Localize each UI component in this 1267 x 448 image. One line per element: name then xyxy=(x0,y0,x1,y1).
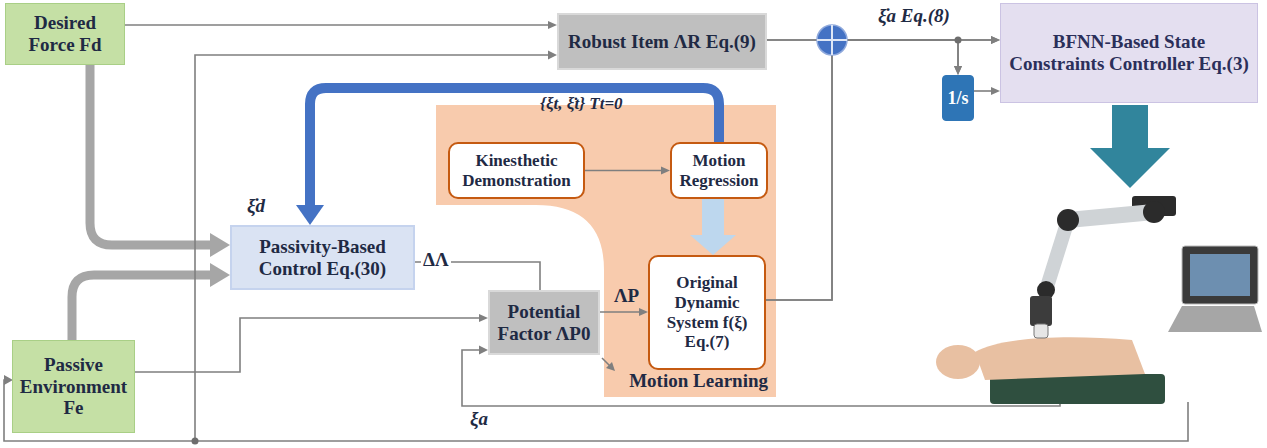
integrator-box: 1/s xyxy=(942,75,974,121)
command-arrow xyxy=(1090,105,1170,188)
connector-line xyxy=(135,318,481,372)
arrow-head xyxy=(954,66,962,75)
node-text: Motion Regression xyxy=(678,151,760,190)
connector xyxy=(974,87,1000,95)
feedback-wire xyxy=(4,55,1188,441)
connector xyxy=(90,65,230,257)
arrow-head xyxy=(479,314,488,322)
junction-dot xyxy=(192,438,199,445)
node-text: Robust Item ΛR Eq.(9) xyxy=(568,31,756,53)
node-text: Original Dynamic System f(ξ) Eq.(7) xyxy=(656,273,758,351)
region-title: Motion Learning xyxy=(629,370,768,392)
connector-line xyxy=(585,170,663,172)
process-box: Original Dynamic System f(ξ) Eq.(7) xyxy=(648,255,766,370)
sum-junction xyxy=(817,25,847,55)
connector-line xyxy=(766,40,958,300)
node-text: Passivity-Based Control Eq.(30) xyxy=(238,236,407,280)
signal-label: {ξt, ξ̇t} Tt=0 xyxy=(540,95,623,114)
connector xyxy=(767,40,962,75)
controller-box: Passivity-Based Control Eq.(30) xyxy=(230,225,415,290)
arrow-head xyxy=(991,36,1000,44)
robust-item-box: Robust Item ΛR Eq.(9) xyxy=(557,13,767,70)
signal-label: ξ̇d xyxy=(247,196,265,217)
node-text: Kinesthetic Demonstration xyxy=(456,151,577,190)
arrow-head xyxy=(296,205,324,225)
node-text: Desired Force Fd xyxy=(12,12,118,56)
arrow-head xyxy=(991,36,1000,44)
arrow-head xyxy=(548,21,557,29)
arrow-head xyxy=(991,87,1000,95)
robot-illustration xyxy=(936,196,1262,404)
connector xyxy=(766,36,1000,300)
edge-label: ΛP xyxy=(612,286,641,307)
connector xyxy=(135,314,488,372)
node-text: Passive Environment Fe xyxy=(19,354,128,420)
edge-label: ΔΛ xyxy=(421,250,451,271)
connector-line xyxy=(974,90,993,92)
connector xyxy=(72,263,230,340)
connector-line xyxy=(600,311,641,313)
process-box: Kinesthetic Demonstration xyxy=(448,142,585,199)
connector-line xyxy=(125,24,550,26)
connector-line xyxy=(72,275,214,340)
input-box: Desired Force Fd xyxy=(5,3,125,65)
connector-line xyxy=(766,40,993,300)
junction-dot xyxy=(955,37,962,44)
arrow-head xyxy=(210,263,230,287)
arrow-head xyxy=(954,66,962,75)
node-text: 1/s xyxy=(947,88,968,109)
signal-label: ξ̇a Eq.(8) xyxy=(878,6,950,27)
node-text: BFNN-Based State Constraints Controller … xyxy=(1007,31,1251,75)
signal-label: ξa xyxy=(470,409,488,430)
connector-line xyxy=(702,199,724,239)
input-box: Passive Environment Fe xyxy=(12,340,135,433)
arrow-head xyxy=(210,233,230,257)
factor-box: Potential Factor ΛP0 xyxy=(488,290,600,355)
process-box: Motion Regression xyxy=(670,142,768,199)
motion-learning-region: Motion Learning Kinesthetic Demonstration… xyxy=(436,105,776,397)
connector xyxy=(766,40,962,300)
node-text: Potential Factor ΛP0 xyxy=(496,301,592,345)
connector xyxy=(125,21,557,29)
connector-line xyxy=(767,40,958,68)
controller-box: BFNN-Based State Constraints Controller … xyxy=(1000,3,1258,103)
arrow-head xyxy=(4,51,615,386)
